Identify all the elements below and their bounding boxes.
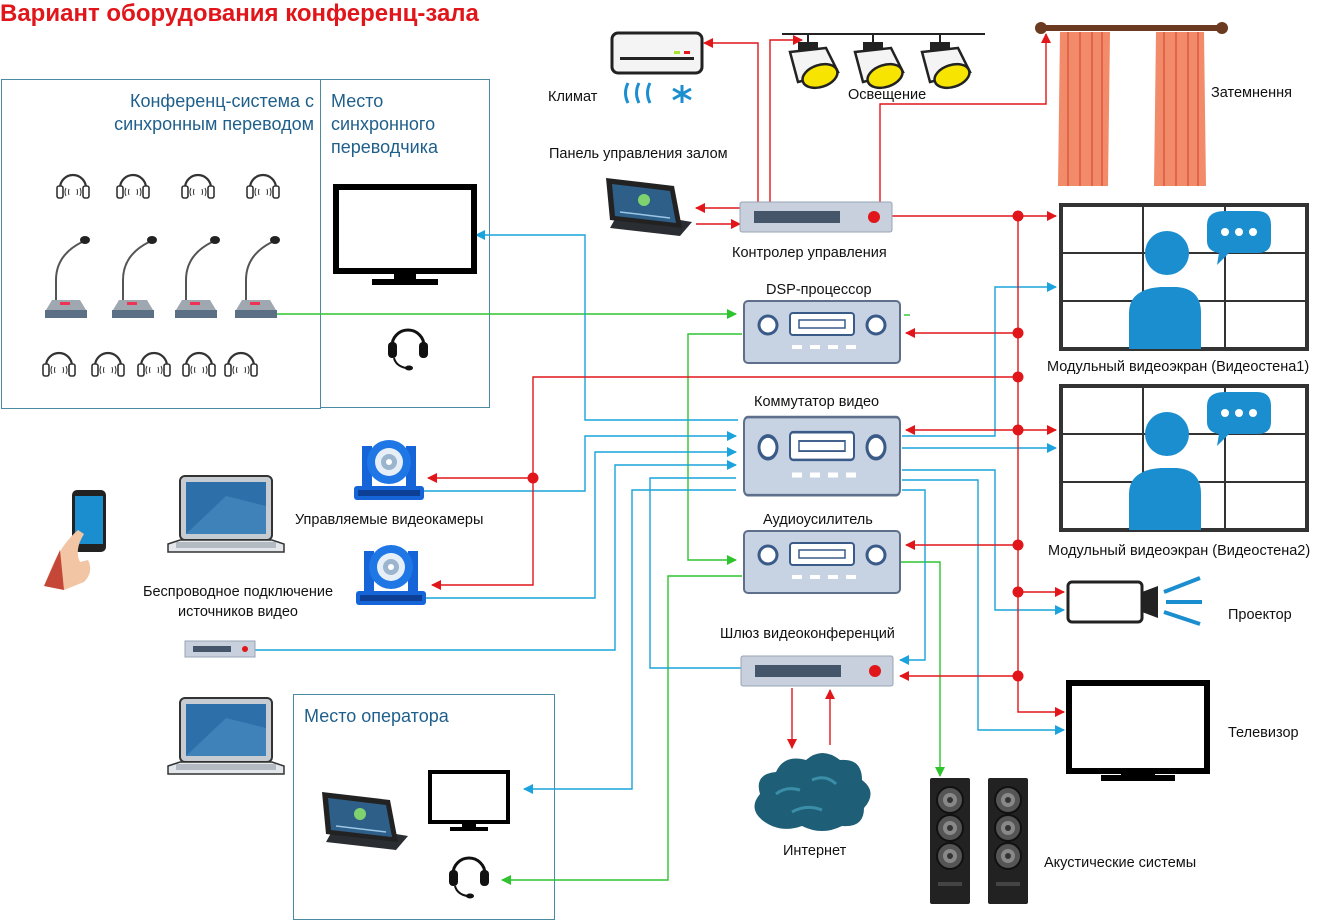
operator-control-panel <box>321 791 409 851</box>
climate-label: Климат <box>548 89 598 105</box>
speaker-left <box>929 777 971 905</box>
audio-links <box>272 309 945 885</box>
operator-label: Место оператора <box>304 706 449 726</box>
ptz-camera-1 <box>354 440 424 500</box>
dsp-processor <box>742 299 902 365</box>
lighting-label: Освещение <box>848 87 927 103</box>
wireless-receiver <box>184 640 256 658</box>
projector <box>1066 576 1202 626</box>
translator-monitor <box>336 187 474 285</box>
projector-label: Проектор <box>1228 607 1292 623</box>
vc-gateway <box>740 655 894 687</box>
conference-system-label: Конференц-система с синхронным переводом <box>114 91 314 134</box>
videowall-2 <box>1059 384 1309 532</box>
operator-headset <box>447 856 491 900</box>
speakers-label: Акустические системы <box>1044 855 1197 871</box>
tv-label: Телевизор <box>1228 725 1299 741</box>
operator-monitor <box>428 770 510 831</box>
control-controller <box>739 201 893 233</box>
page-title: Вариант оборудования конференц-зала <box>0 0 479 27</box>
tv <box>1066 680 1210 781</box>
lighting-spots <box>782 32 985 94</box>
switcher-label: Коммутатор видео <box>754 394 880 410</box>
speaker-right <box>987 777 1029 905</box>
translator-headset <box>386 328 430 372</box>
internet-label: Интернет <box>783 843 847 859</box>
videowall2-label: Модульный видеоэкран (Видеостена2) <box>1048 543 1311 559</box>
delegate-microphones <box>44 235 281 319</box>
air-conditioner <box>610 31 704 104</box>
dsp-label: DSP-процессор <box>766 282 872 298</box>
video-switcher <box>742 415 902 498</box>
blackout-label: Затемнення <box>1211 85 1292 101</box>
videowall-1 <box>1059 203 1309 351</box>
internet-cloud <box>754 753 871 831</box>
gateway-label: Шлюз видеоконференций <box>720 626 895 642</box>
translator-zone <box>320 79 490 408</box>
videowall1-label: Модульный видеоэкран (Видеостена1) <box>1047 359 1310 375</box>
amplifier-label: Аудиоусилитель <box>763 512 873 528</box>
wireless-laptop <box>167 475 285 553</box>
wireless-label: Беспроводное подключение источников виде… <box>142 584 334 620</box>
operator-laptop <box>167 697 285 775</box>
curtains <box>1035 22 1228 186</box>
translator-label: Место синхронного переводчика <box>331 91 438 157</box>
junction-dots <box>527 210 1024 682</box>
ptz-camera-2 <box>356 545 426 605</box>
room-panel-label: Панель управления залом <box>549 146 728 162</box>
delegate-headphones <box>41 173 281 378</box>
smartphone-hand <box>44 490 106 590</box>
room-control-panel <box>605 177 693 237</box>
video-links <box>255 230 1065 794</box>
audio-amplifier <box>742 529 902 595</box>
controller-label: Контролер управления <box>732 245 887 261</box>
cameras-label: Управляемые видеокамеры <box>295 512 484 528</box>
operator-zone <box>293 694 555 920</box>
